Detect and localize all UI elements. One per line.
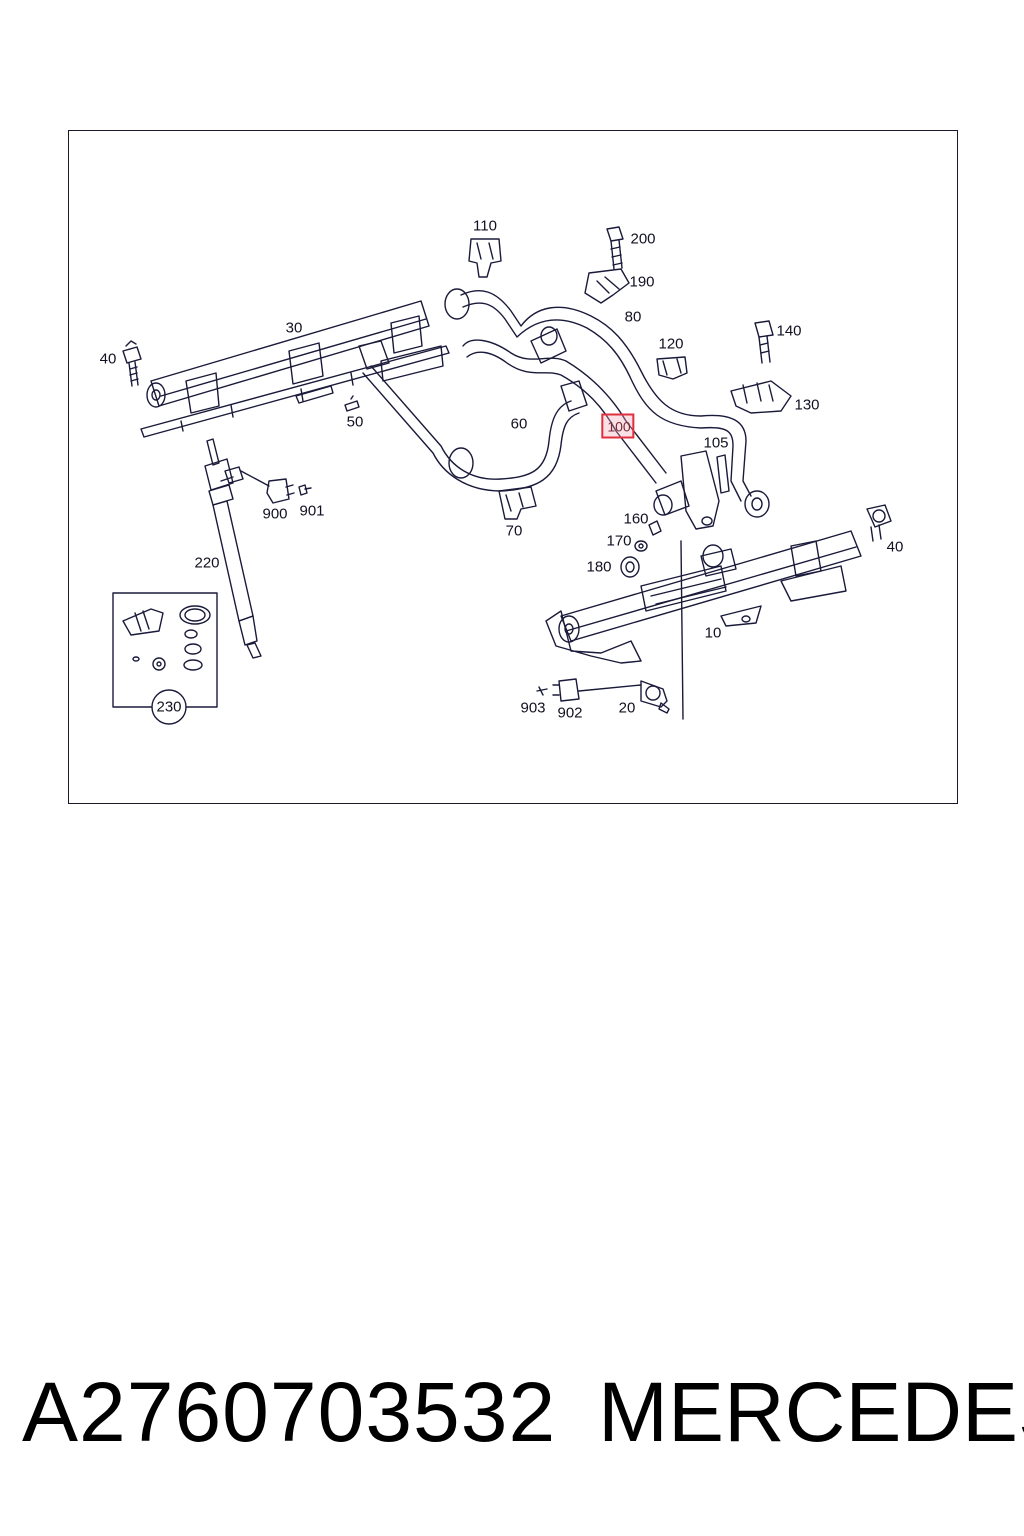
fuel-line-100: [462, 326, 667, 484]
callout-901: 901: [299, 502, 325, 520]
washer-170: [634, 540, 648, 552]
clip-70: [498, 486, 537, 520]
clip-900-901: [240, 470, 312, 504]
callout-902: 902: [557, 704, 583, 722]
callout-130: 130: [794, 396, 820, 414]
callout-903: 903: [520, 699, 546, 717]
callout-50: 50: [346, 413, 364, 431]
pin-903: [536, 686, 548, 696]
part-number: A2760703532: [22, 1365, 557, 1459]
left-fuel-rail: [140, 300, 450, 438]
bolt-200: [606, 226, 624, 270]
bolt-40-right: [866, 504, 892, 542]
callout-100-highlighted: 100: [601, 413, 635, 439]
callout-190: 190: [629, 273, 655, 291]
fuel-rail-exploded-diagram: [112, 226, 892, 725]
pin-50: [344, 395, 360, 412]
callout-40-left: 40: [99, 350, 117, 368]
callout-160: 160: [623, 510, 649, 528]
brand-name: MERCEDES: [598, 1365, 1024, 1459]
callout-80: 80: [624, 308, 642, 326]
callout-180: 180: [586, 558, 612, 576]
callout-120: 120: [658, 335, 684, 353]
fuel-injector-220: [204, 438, 262, 659]
callout-105: 105: [703, 434, 729, 452]
bracket-190: [584, 268, 630, 304]
callout-60: 60: [510, 415, 528, 433]
bracket-130: [730, 380, 792, 414]
callout-900: 900: [262, 505, 288, 523]
bolt-140: [754, 320, 774, 364]
fuel-line-80: [444, 288, 770, 518]
callout-10: 10: [704, 624, 722, 642]
bolt-40-left: [122, 340, 142, 387]
callout-230: 230: [156, 698, 182, 716]
callout-220: 220: [194, 554, 220, 572]
clip-120: [656, 356, 688, 380]
valve-160: [648, 480, 690, 536]
connector-902: [552, 678, 580, 702]
callout-70: 70: [505, 522, 523, 540]
fuel-line-60: [358, 340, 588, 492]
callout-140: 140: [776, 322, 802, 340]
pressure-sensor-20: [578, 680, 670, 714]
callout-20: 20: [618, 699, 636, 717]
parts-diagram-frame: 110 200 190 30 80 140 40 120 130 50 60 1…: [68, 130, 958, 804]
callout-170: 170: [606, 532, 632, 550]
callout-30: 30: [285, 319, 303, 337]
seal-180: [620, 556, 640, 578]
callout-200: 200: [630, 230, 656, 248]
right-fuel-rail: [545, 530, 862, 720]
seal-kit-box-230: [112, 592, 218, 725]
callout-110: 110: [473, 217, 497, 235]
callout-40-right: 40: [886, 538, 904, 556]
clip-110: [468, 238, 502, 278]
bracket-105: [680, 450, 730, 530]
